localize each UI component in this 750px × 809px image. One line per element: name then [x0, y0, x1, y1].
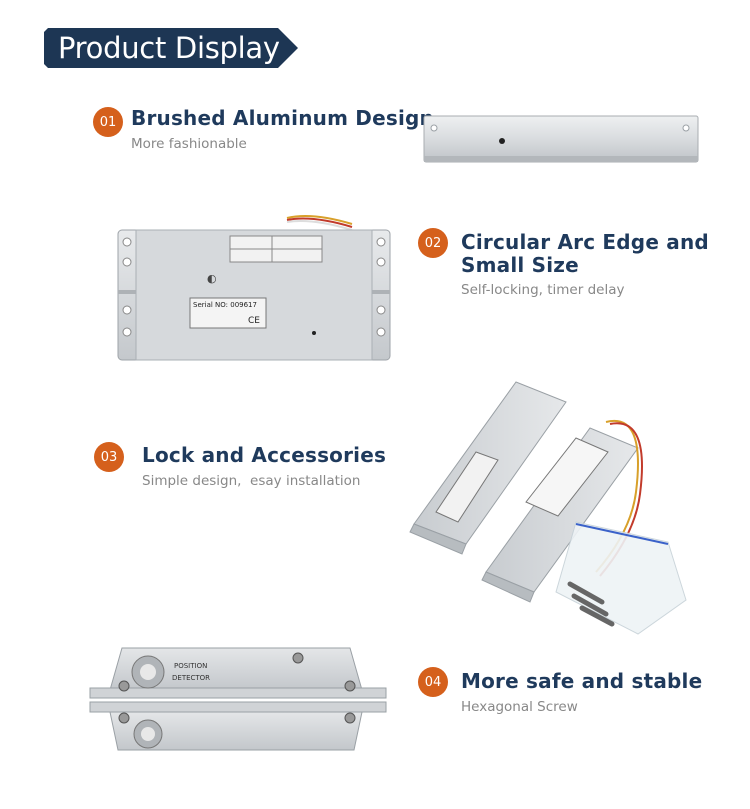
- serial-label: Serial NO: 009617: [193, 301, 257, 309]
- feature-title-line-2: Small Size: [461, 253, 579, 277]
- feature-subtitle: Hexagonal Screw: [461, 699, 578, 715]
- feature-subtitle: Simple design, esay installation: [142, 473, 361, 489]
- detector-label: DETECTOR: [172, 674, 210, 682]
- feature-number-badge: 04: [418, 667, 448, 697]
- lock-accessories-image: [409, 381, 687, 635]
- feature-subtitle: Self-locking, timer delay: [461, 282, 625, 298]
- feature-title: Brushed Aluminum Design: [131, 106, 434, 130]
- svg-text:◐: ◐: [207, 272, 217, 285]
- position-label: POSITION: [174, 662, 207, 670]
- lock-bottom-image: POSITION DETECTOR: [89, 647, 387, 751]
- banner-title: Product Display: [58, 31, 280, 65]
- aluminum-plate-image: [423, 115, 699, 163]
- feature-title: More safe and stable: [461, 669, 703, 693]
- feature-title: Lock and Accessories: [142, 443, 387, 467]
- feature-number-badge: 03: [94, 442, 124, 472]
- feature-number-badge: 01: [93, 107, 123, 137]
- feature-title-line-1: Circular Arc Edge and: [461, 230, 709, 254]
- feature-number-badge: 02: [418, 228, 448, 258]
- feature-subtitle: More fashionable: [131, 136, 247, 152]
- section-banner: Product Display: [44, 28, 298, 68]
- ce-mark: CE: [248, 316, 260, 326]
- lock-front-image: ◐ Serial NO: 009617 CE: [117, 215, 391, 361]
- banner-shape: [44, 28, 298, 68]
